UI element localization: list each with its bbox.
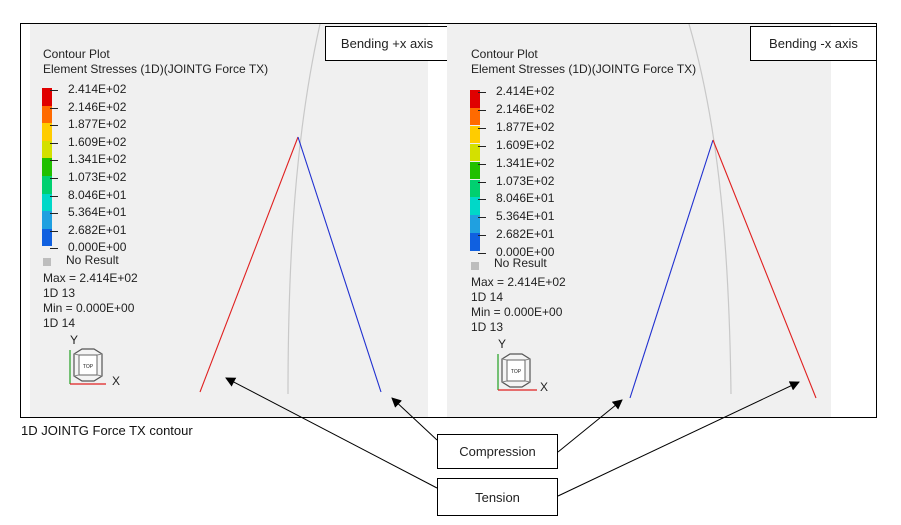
scale-swatch <box>470 90 480 108</box>
axis-x-label: X <box>540 380 549 394</box>
axis-x-label: X <box>112 374 121 388</box>
member-1d-13 <box>629 139 714 399</box>
max-value: Max = 2.414E+02 <box>43 271 138 285</box>
max-value: Max = 2.414E+02 <box>471 275 566 289</box>
scale-value: 2.146E+02 <box>68 99 127 114</box>
scale-value: 1.609E+02 <box>496 137 555 152</box>
figure-caption: 1D JOINTG Force TX contour <box>21 423 193 438</box>
arrow-tension-left <box>225 377 438 489</box>
scale-swatch <box>42 123 52 141</box>
scale-swatch <box>470 233 480 251</box>
scale-value: 8.046E+01 <box>68 187 127 202</box>
contour-title: Contour Plot <box>471 47 538 61</box>
scale-swatch <box>42 158 52 176</box>
max-element: 1D 14 <box>471 290 504 304</box>
contour-subtitle: Element Stresses (1D)(JOINTG Force TX) <box>43 62 269 76</box>
label-bending-plus-x: Bending +x axis <box>325 26 449 61</box>
arrow-compression-left <box>391 397 438 441</box>
scale-swatch <box>470 215 480 233</box>
member-1d-14 <box>712 139 817 399</box>
scale-swatch <box>470 179 480 198</box>
scale-value: 2.414E+02 <box>496 84 555 98</box>
member-1d-13 <box>297 136 382 393</box>
view-cube-icon[interactable]: TOP <box>30 24 428 417</box>
min-element: 1D 14 <box>43 316 76 330</box>
scale-swatch <box>470 161 480 180</box>
contour-subtitle: Element Stresses (1D)(JOINTG Force TX) <box>471 62 697 76</box>
arrow-tension-right <box>557 381 800 497</box>
viewport-bending-plus-x[interactable]: Contour Plot Element Stresses (1D)(JOINT… <box>30 24 428 417</box>
scale-swatch <box>42 88 52 106</box>
scale-value: 2.682E+01 <box>68 222 127 237</box>
viewport-bending-minus-x[interactable]: Contour Plot Element Stresses (1D)(JOINT… <box>447 24 831 417</box>
scale-swatch <box>42 211 52 229</box>
scale-swatch <box>42 228 52 247</box>
scale-swatch <box>470 197 480 215</box>
truss-geometry <box>629 24 817 399</box>
scale-value: 5.364E+01 <box>496 209 555 224</box>
deformed-shape-line <box>287 24 321 395</box>
scale-value: 1.073E+02 <box>68 170 127 184</box>
scale-value: 1.609E+02 <box>68 134 127 149</box>
scale-value: 2.414E+02 <box>68 82 127 96</box>
no-result-label: No Result <box>494 256 547 270</box>
max-element: 1D 13 <box>43 286 76 300</box>
member-1d-14 <box>199 136 299 393</box>
no-result-swatch <box>471 262 479 270</box>
no-result-label: No Result <box>66 253 119 267</box>
scale-value: 0.000E+00 <box>68 240 127 255</box>
scale-value: 2.682E+01 <box>496 227 555 242</box>
scale-value: 0.000E+00 <box>496 245 555 260</box>
scale-swatch <box>470 107 480 126</box>
scale-swatch <box>42 140 52 159</box>
scale-value: 1.073E+02 <box>496 173 555 188</box>
scale-value: 1.341E+02 <box>68 152 127 167</box>
no-result-swatch <box>43 258 51 266</box>
scale-swatch <box>470 125 480 144</box>
truss-geometry <box>199 24 382 395</box>
min-value: Min = 0.000E+00 <box>471 305 563 319</box>
scale-value: 5.364E+01 <box>68 205 127 220</box>
view-cube-label: TOP <box>511 369 522 375</box>
tension-label: Tension <box>437 478 558 516</box>
label-bending-minus-x: Bending -x axis <box>750 26 877 61</box>
min-value: Min = 0.000E+00 <box>43 301 135 315</box>
scale-value: 8.046E+01 <box>496 191 555 206</box>
axis-y-label: Y <box>498 337 507 351</box>
axis-y-label: Y <box>70 333 79 347</box>
scale-value: 1.877E+02 <box>68 117 127 132</box>
scale-value: 2.146E+02 <box>496 101 555 116</box>
scale-value: 1.341E+02 <box>496 155 555 170</box>
arrow-compression-right <box>557 399 623 453</box>
contour-title: Contour Plot <box>43 47 110 61</box>
deformed-shape-line <box>688 24 732 395</box>
scale-swatch <box>42 176 52 194</box>
view-cube-label: TOP <box>83 364 94 370</box>
scale-swatch <box>470 143 480 162</box>
view-cube-icon[interactable]: TOP <box>447 24 831 417</box>
compression-label: Compression <box>437 434 558 469</box>
scale-value: 1.877E+02 <box>496 119 555 134</box>
scale-swatch <box>42 193 52 212</box>
min-element: 1D 13 <box>471 320 504 334</box>
scale-swatch <box>42 105 52 124</box>
